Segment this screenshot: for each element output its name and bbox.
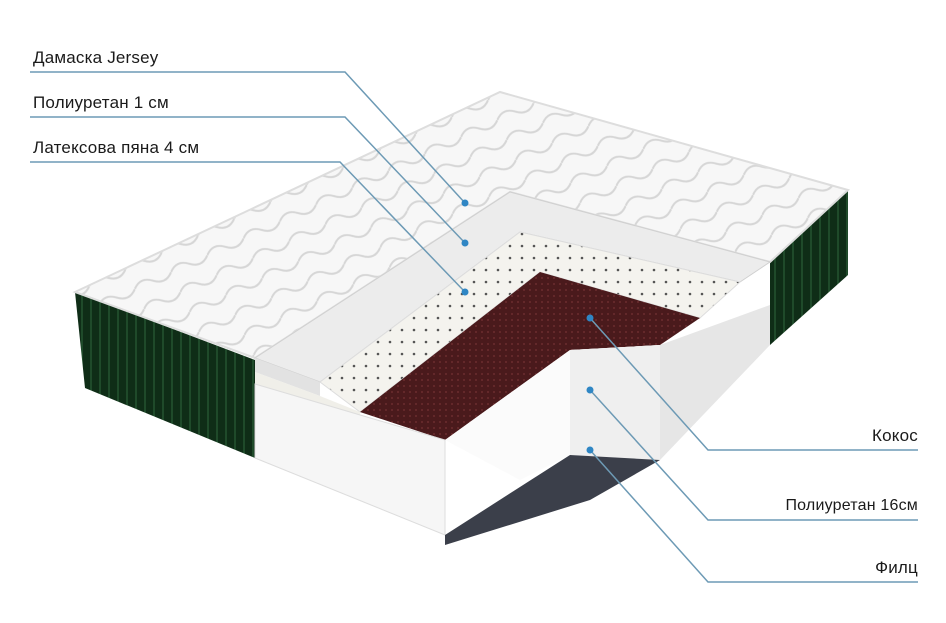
right-side-fabric (770, 190, 848, 345)
label-polyurethane-16cm: Полиуретан 16см (785, 497, 918, 514)
polyurethane-16cm-right (660, 305, 770, 460)
label-felt: Филц (875, 558, 918, 577)
polyurethane-1cm-front (255, 358, 320, 396)
label-coconut: Кокос (872, 426, 918, 445)
coconut-layer (360, 272, 700, 440)
label-damask-jersey: Дамаска Jersey (33, 48, 159, 67)
leader-lines (30, 71, 918, 583)
marker-dots (461, 199, 594, 454)
polyurethane-16cm-inner (570, 345, 660, 460)
label-latex-foam-4cm: Латексова пяна 4 см (33, 138, 200, 157)
felt-layer (445, 455, 660, 545)
left-side-fabric (75, 292, 255, 458)
label-polyurethane-1cm: Полиуретан 1 см (33, 93, 169, 112)
